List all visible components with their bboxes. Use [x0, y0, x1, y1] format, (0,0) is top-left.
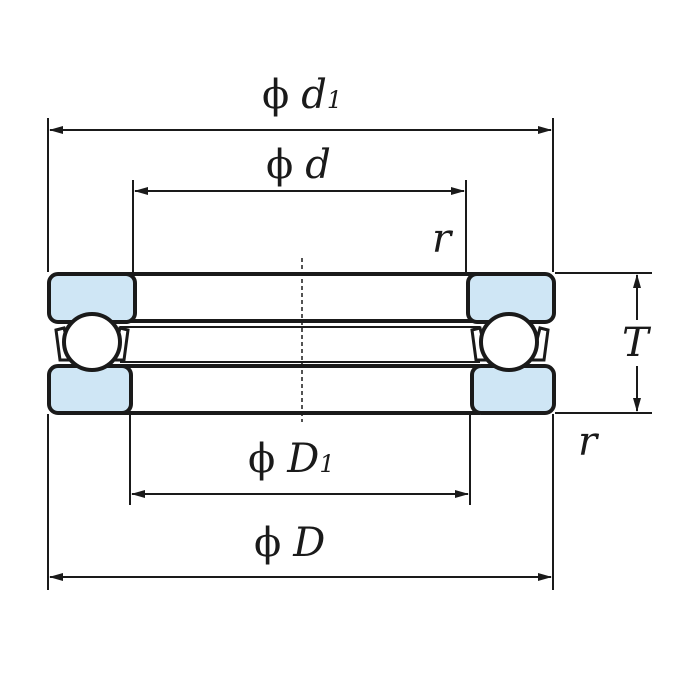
label-r-top: r — [432, 216, 454, 262]
ball-left — [62, 312, 122, 372]
shaft-washer — [47, 272, 556, 324]
housing-washer — [47, 364, 556, 415]
label-T: T — [622, 320, 652, 366]
label-r-bottom: r — [578, 419, 600, 465]
ball-right — [479, 312, 539, 372]
extension-lines — [47, 118, 652, 590]
cage — [54, 326, 550, 363]
